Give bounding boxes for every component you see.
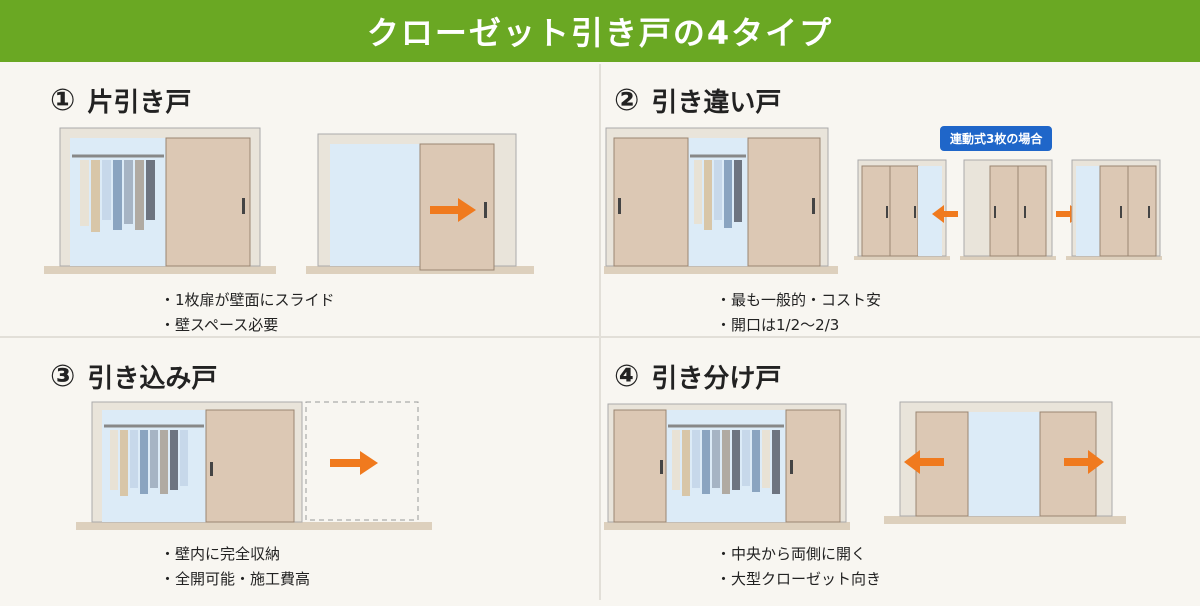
arrow-right-icon — [430, 198, 476, 222]
feature-item: 壁内に完全収納 — [160, 542, 310, 567]
triple-panel-right — [1066, 159, 1162, 260]
feature-item: 開口は1/2〜2/3 — [716, 313, 881, 338]
feature-item: 中央から両側に開く — [716, 542, 881, 567]
feature-list: 壁内に完全収納 全開可能・施工費高 — [160, 542, 310, 592]
arrow-right-icon — [330, 451, 378, 475]
vertical-divider — [599, 64, 601, 600]
type-name: 片引き戸 — [87, 88, 192, 118]
header-bar: クローゼット引き戸の4タイプ — [0, 0, 1200, 62]
type-number: ③ — [50, 359, 76, 394]
type-number: ② — [614, 83, 640, 118]
page-title: クローゼット引き戸の4タイプ — [366, 14, 834, 52]
type-title: ① 片引き戸 — [50, 82, 191, 119]
type-number: ① — [50, 83, 76, 118]
pocket-slide-illustration — [76, 401, 432, 530]
feature-item: 大型クローゼット向き — [716, 567, 881, 592]
horizontal-divider — [0, 336, 1200, 338]
single-slide-illustration — [44, 127, 534, 274]
type-card-3: ③ 引き込み戸 壁内に完全収納 全開可能・施工費高 — [0, 340, 596, 606]
type-number: ④ — [614, 359, 640, 394]
type-title: ③ 引き込み戸 — [50, 358, 217, 395]
bi-parting-illustration — [604, 401, 1126, 530]
triple-panel-center — [960, 159, 1056, 260]
clothes-icon — [694, 160, 742, 230]
arrow-left-icon — [904, 450, 944, 474]
triple-linked-badge: 連動式3枚の場合 — [940, 126, 1053, 151]
arrow-right-icon — [1064, 450, 1104, 474]
type-name: 引き違い戸 — [651, 88, 782, 118]
type-name: 引き込み戸 — [87, 364, 218, 394]
type-title: ② 引き違い戸 — [614, 82, 781, 119]
feature-list: 最も一般的・コスト安 開口は1/2〜2/3 — [716, 288, 881, 338]
feature-list: 1枚扉が壁面にスライド 壁スペース必要 — [160, 288, 335, 338]
type-card-1: ① 片引き戸 1枚扉が壁面にスライド 壁スペース必要 — [0, 64, 596, 334]
feature-list: 中央から両側に開く 大型クローゼット向き — [716, 542, 881, 592]
feature-item: 壁スペース必要 — [160, 313, 335, 338]
feature-item: 全開可能・施工費高 — [160, 567, 310, 592]
type-name: 引き分け戸 — [651, 364, 782, 394]
type-card-2: ② 引き違い戸 連動式3枚の場合 — [604, 64, 1200, 334]
arrow-left-icon — [932, 205, 958, 223]
double-slide-illustration — [604, 127, 1162, 274]
feature-item: 1枚扉が壁面にスライド — [160, 288, 335, 313]
clothes-icon — [80, 160, 155, 232]
feature-item: 最も一般的・コスト安 — [716, 288, 881, 313]
type-card-4: ④ 引き分け戸 — [604, 340, 1200, 606]
triple-panel-left — [854, 159, 950, 260]
clothes-icon — [672, 430, 780, 496]
clothes-icon — [110, 430, 188, 496]
type-title: ④ 引き分け戸 — [614, 358, 781, 395]
